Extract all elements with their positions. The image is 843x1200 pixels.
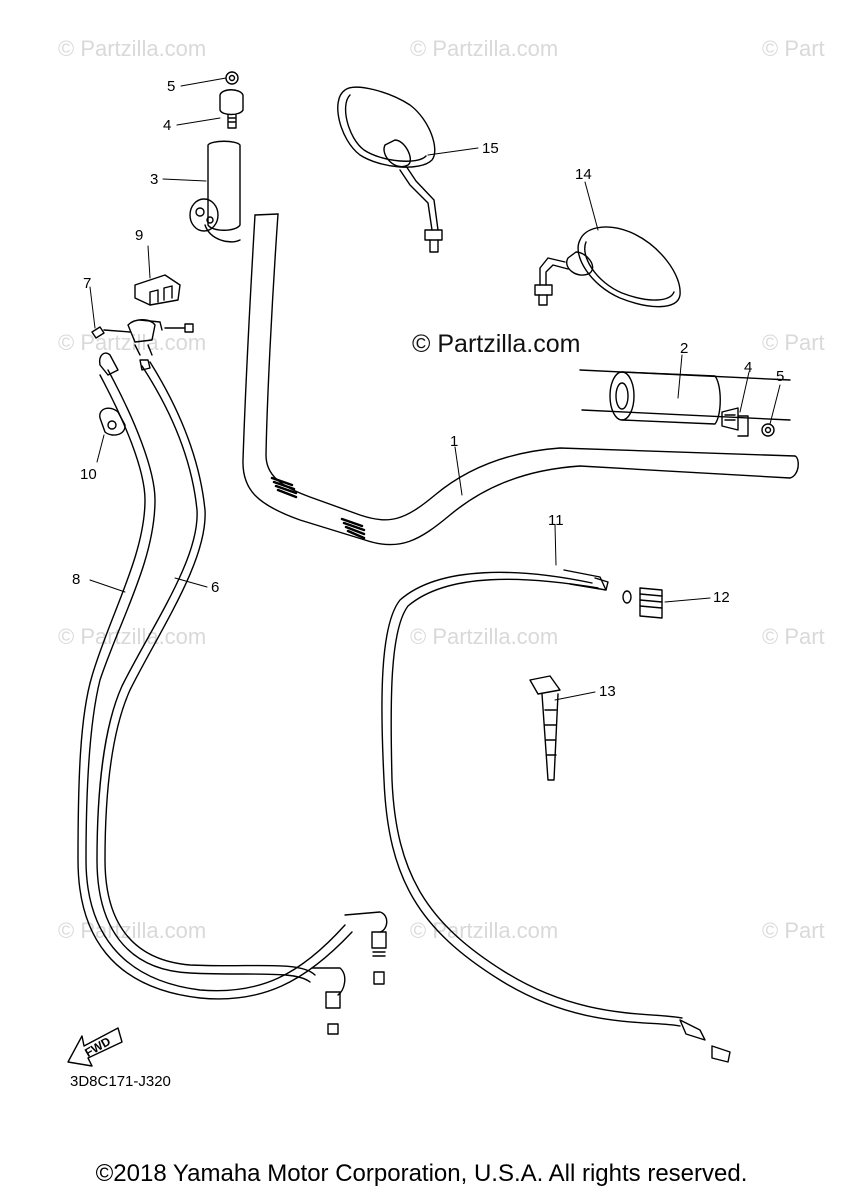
bar-end-weight	[219, 89, 244, 129]
callout-5: 5	[776, 368, 785, 385]
callout-15: 15	[482, 140, 499, 157]
watermark: © Part	[762, 624, 825, 649]
callout-6: 6	[211, 579, 220, 596]
callout-2: 2	[680, 340, 689, 357]
callout-1: 1	[450, 433, 459, 450]
hose-fittings	[311, 911, 388, 1035]
callout-13: 13	[599, 683, 616, 700]
watermark: © Part	[762, 918, 825, 943]
cable-tie-13	[529, 675, 561, 781]
watermark: © Partzilla.com	[410, 624, 559, 649]
callout-4: 4	[744, 359, 753, 376]
watermark: © Partzilla.com	[58, 918, 207, 943]
leader-lines	[89, 77, 781, 701]
copyright-notice: ©2018 Yamaha Motor Corporation, U.S.A. A…	[95, 1160, 748, 1187]
throttle-cable	[381, 569, 731, 1063]
center-watermark: © Partzilla.com	[412, 330, 581, 358]
callout-7: 7	[83, 275, 92, 292]
clamp-9	[134, 274, 181, 306]
fwd-arrow-icon	[67, 1027, 123, 1067]
bar-end-screw	[225, 71, 239, 85]
cable-junction	[91, 319, 194, 376]
clamp-10	[99, 407, 126, 436]
right-grip	[609, 371, 775, 437]
brake-hose-8	[77, 369, 353, 1000]
watermark: © Part	[762, 330, 825, 355]
watermark: © Partzilla.com	[58, 36, 207, 61]
callout-5: 5	[167, 78, 176, 95]
callout-3: 3	[150, 171, 159, 188]
brake-hose-6	[96, 361, 316, 983]
callout-14: 14	[575, 166, 592, 183]
callout-4: 4	[163, 117, 172, 134]
handlebar	[242, 213, 799, 546]
callout-12: 12	[713, 589, 730, 606]
diagram-code: 3D8C171-J320	[70, 1073, 171, 1090]
callout-8: 8	[72, 571, 81, 588]
callout-11: 11	[548, 512, 564, 529]
watermark: © Partzilla.com	[58, 624, 207, 649]
callout-9: 9	[135, 227, 144, 244]
adjuster-12	[622, 587, 663, 619]
watermark: © Partzilla.com	[410, 918, 559, 943]
watermark: © Partzilla.com	[410, 36, 559, 61]
left-grip	[189, 140, 241, 243]
callout-10: 10	[80, 466, 97, 483]
mirror-left	[337, 86, 443, 253]
watermark: © Part	[762, 36, 825, 61]
mirror-right	[534, 226, 681, 308]
